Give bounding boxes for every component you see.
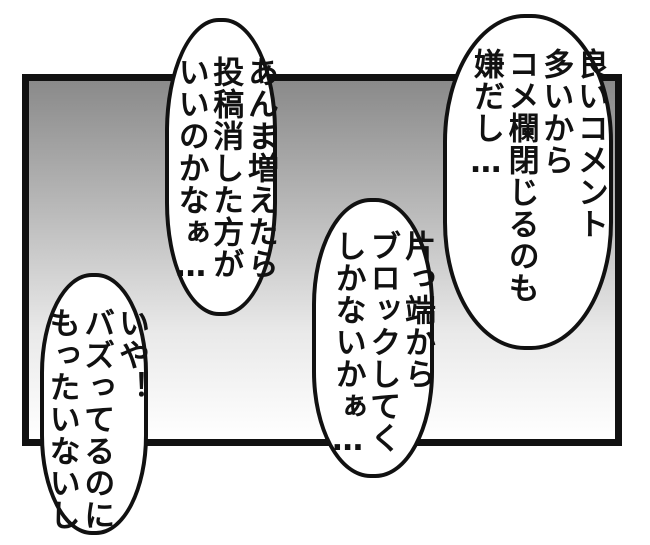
speech-bubble-text: あんま増えたら 投稿消した方が いいのかなぁ… [172,56,278,285]
speech-bubble-block: 片っ端から ブロックしてく しかないかぁ… [312,198,435,478]
speech-bubble-text: 片っ端から ブロックしてく しかないかぁ… [329,230,435,459]
speech-bubble-text: 良いコメント 多いから コメ欄閉じるのも 嫌だし… [467,48,608,304]
speech-bubble-buzz: いや！ バズってるのに もったいないし [40,273,149,535]
speech-bubble-comments: 良いコメント 多いから コメ欄閉じるのも 嫌だし… [443,14,613,350]
speech-bubble-delete: あんま増えたら 投稿消した方が いいのかなぁ… [165,18,278,316]
speech-bubble-text: いや！ バズってるのに もったいないし [43,307,149,531]
